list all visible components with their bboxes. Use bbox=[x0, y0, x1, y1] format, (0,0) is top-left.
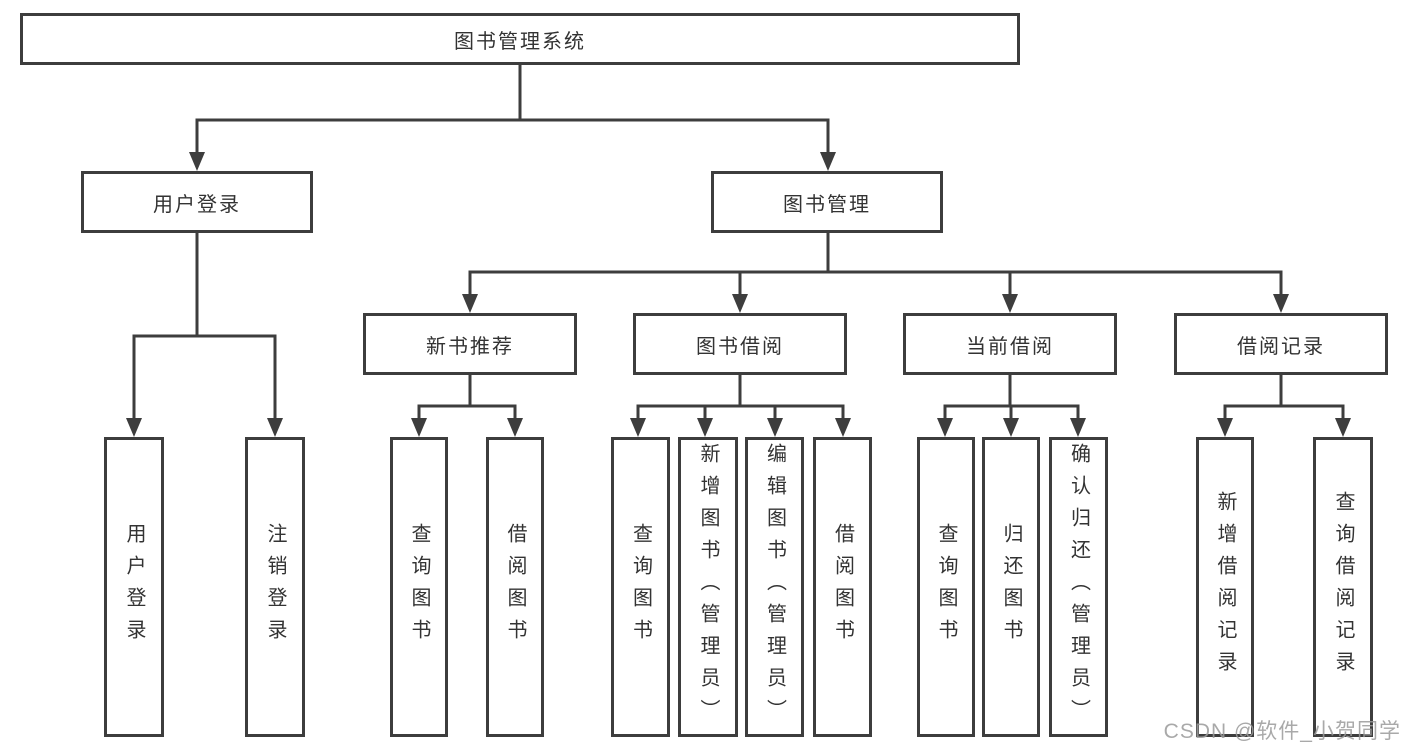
arrowhead bbox=[835, 418, 851, 437]
leaf-add-borrow-record: 新增借阅记录 bbox=[1196, 437, 1254, 737]
leaf-user-login-label: 用户登录 bbox=[123, 523, 145, 651]
arrowhead bbox=[820, 152, 836, 171]
connector-newbook-to-leaves bbox=[417, 375, 517, 420]
arrowhead bbox=[697, 418, 713, 437]
node-borrow-records: 借阅记录 bbox=[1174, 313, 1388, 375]
arrowhead bbox=[267, 418, 283, 437]
connector-records-to-leaves bbox=[1223, 375, 1345, 420]
leaf-confirm-return-admin-label: 确认归还（管理员） bbox=[1067, 443, 1090, 731]
node-book-management: 图书管理 bbox=[711, 171, 943, 233]
node-current-borrow-label: 当前借阅 bbox=[966, 335, 1054, 358]
leaf-return-books: 归还图书 bbox=[982, 437, 1040, 737]
leaf-add-books-admin: 新增图书（管理员） bbox=[678, 437, 738, 737]
connector-root-to-level1 bbox=[195, 65, 830, 154]
leaf-borrow-books: 借阅图书 bbox=[813, 437, 872, 737]
arrowhead bbox=[1217, 418, 1233, 437]
node-book-management-label: 图书管理 bbox=[783, 193, 871, 216]
leaf-query-books-recommend: 查询图书 bbox=[390, 437, 448, 737]
arrowhead bbox=[1273, 294, 1289, 313]
connector-bookborrow-to-leaves bbox=[636, 375, 845, 420]
node-new-book-recommend-label: 新书推荐 bbox=[426, 335, 514, 358]
arrowhead bbox=[462, 294, 478, 313]
leaf-borrow-books-recommend-label: 借阅图书 bbox=[504, 523, 526, 651]
leaf-borrow-books-recommend: 借阅图书 bbox=[486, 437, 544, 737]
node-borrow-records-label: 借阅记录 bbox=[1237, 335, 1325, 358]
node-root: 图书管理系统 bbox=[20, 13, 1020, 65]
connector-userlogin-to-leaves bbox=[132, 233, 277, 420]
csdn-watermark: CSDN @软件_小贺同学 bbox=[1163, 720, 1401, 743]
leaf-edit-books-admin: 编辑图书（管理员） bbox=[745, 437, 804, 737]
arrowhead bbox=[1002, 294, 1018, 313]
arrowhead bbox=[1335, 418, 1351, 437]
leaf-add-books-admin-label: 新增图书（管理员） bbox=[697, 443, 719, 731]
leaf-add-borrow-record-label: 新增借阅记录 bbox=[1214, 491, 1236, 683]
node-new-book-recommend: 新书推荐 bbox=[363, 313, 577, 375]
connector-bookmgmt-to-level2 bbox=[468, 233, 1283, 296]
node-user-login: 用户登录 bbox=[81, 171, 313, 233]
leaf-logout-label: 注销登录 bbox=[264, 523, 286, 651]
node-current-borrow: 当前借阅 bbox=[903, 313, 1117, 375]
node-book-borrow: 图书借阅 bbox=[633, 313, 847, 375]
arrowhead bbox=[126, 418, 142, 437]
arrowhead bbox=[767, 418, 783, 437]
arrowheads bbox=[126, 152, 1351, 437]
arrowhead bbox=[189, 152, 205, 171]
leaf-query-books-borrow: 查询图书 bbox=[611, 437, 670, 737]
leaf-confirm-return-admin: 确认归还（管理员） bbox=[1049, 437, 1108, 737]
node-book-borrow-label: 图书借阅 bbox=[696, 335, 784, 358]
leaf-query-books-current: 查询图书 bbox=[917, 437, 975, 737]
leaf-return-books-label: 归还图书 bbox=[1000, 523, 1022, 651]
arrowhead bbox=[507, 418, 523, 437]
leaf-user-login: 用户登录 bbox=[104, 437, 164, 737]
node-root-label: 图书管理系统 bbox=[454, 30, 586, 53]
leaf-query-books-recommend-label: 查询图书 bbox=[408, 523, 430, 651]
leaf-query-borrow-record-label: 查询借阅记录 bbox=[1332, 491, 1354, 683]
node-user-login-label: 用户登录 bbox=[153, 193, 241, 216]
connector-currentborrow-to-leaves bbox=[943, 375, 1080, 420]
arrowhead bbox=[630, 418, 646, 437]
arrowhead bbox=[1003, 418, 1019, 437]
leaf-query-books-borrow-label: 查询图书 bbox=[629, 523, 652, 651]
leaf-logout: 注销登录 bbox=[245, 437, 305, 737]
arrowhead bbox=[937, 418, 953, 437]
leaf-borrow-books-label: 借阅图书 bbox=[831, 523, 854, 651]
arrowhead bbox=[411, 418, 427, 437]
arrowhead bbox=[1070, 418, 1086, 437]
arrowhead bbox=[732, 294, 748, 313]
leaf-edit-books-admin-label: 编辑图书（管理员） bbox=[763, 443, 786, 731]
leaf-query-books-current-label: 查询图书 bbox=[935, 523, 957, 651]
leaf-query-borrow-record: 查询借阅记录 bbox=[1313, 437, 1373, 737]
